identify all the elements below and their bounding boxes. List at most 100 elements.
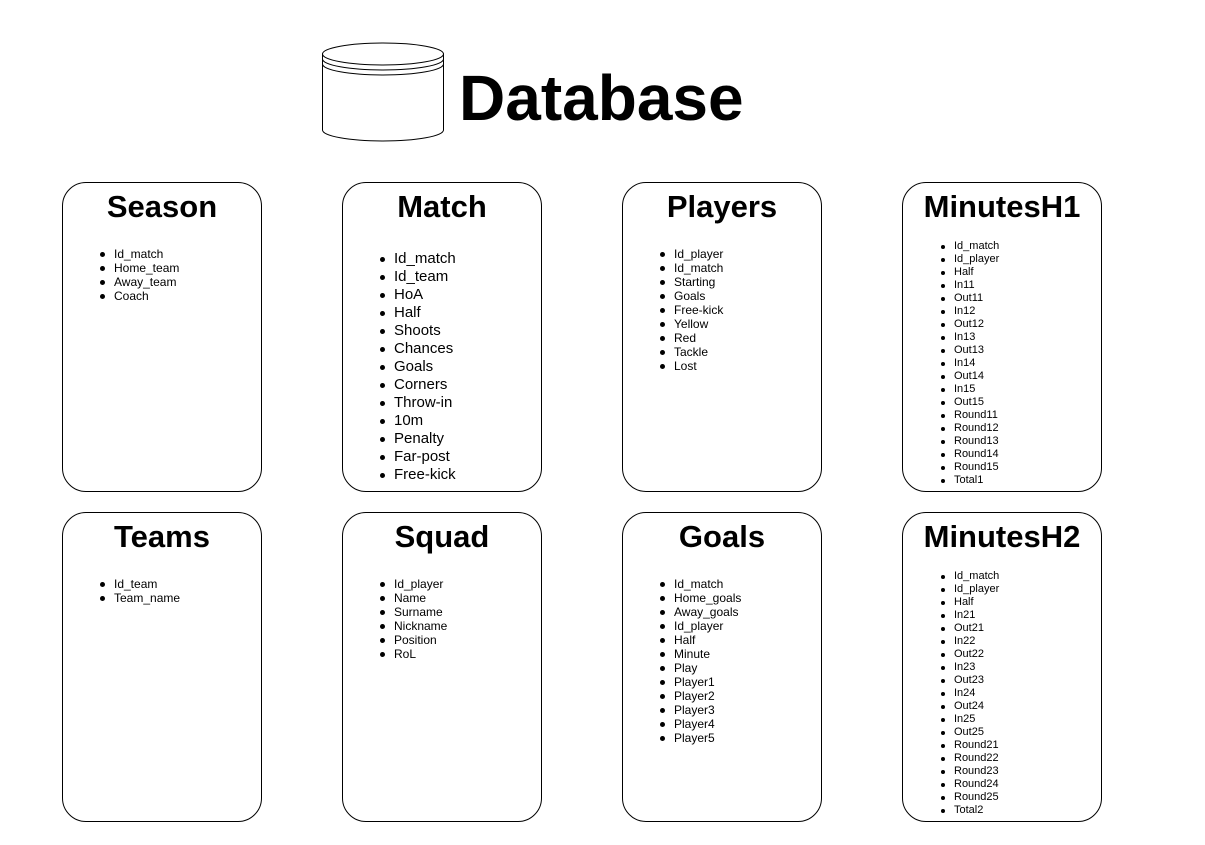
field-item: Out13 xyxy=(941,344,1101,357)
field-item: Round24 xyxy=(941,778,1101,791)
table-title: Match xyxy=(397,189,487,224)
field-item: In24 xyxy=(941,687,1101,700)
field-item: Id_match xyxy=(660,577,821,591)
field-item: Surname xyxy=(380,605,541,619)
field-item: Id_match xyxy=(941,570,1101,583)
field-list: Id_player Name Surname Nickname Position… xyxy=(343,577,541,661)
field-item: Id_player xyxy=(941,583,1101,596)
field-item: Round12 xyxy=(941,422,1101,435)
field-item: Id_player xyxy=(660,247,821,261)
table-box-match: Match Id_match Id_team HoA Half Shoots C… xyxy=(342,182,542,492)
field-item: Half xyxy=(941,266,1101,279)
field-item: Total1 xyxy=(941,474,1101,487)
field-item: Coach xyxy=(100,289,261,303)
field-item: In21 xyxy=(941,609,1101,622)
field-item: In25 xyxy=(941,713,1101,726)
table-box-teams: Teams Id_team Team_name xyxy=(62,512,262,822)
table-box-goals: Goals Id_match Home_goals Away_goals Id_… xyxy=(622,512,822,822)
field-item: In12 xyxy=(941,305,1101,318)
table-title: Players xyxy=(666,189,778,224)
field-item: Round13 xyxy=(941,435,1101,448)
field-item: Half xyxy=(660,633,821,647)
field-item: HoA xyxy=(380,286,541,304)
field-item: Shoots xyxy=(380,322,541,340)
field-item: Player4 xyxy=(660,717,821,731)
table-title: Goals xyxy=(678,519,766,554)
field-item: Corners xyxy=(380,376,541,394)
field-item: Id_match xyxy=(100,247,261,261)
field-item: Player1 xyxy=(660,675,821,689)
field-item: Round22 xyxy=(941,752,1101,765)
field-item: Out24 xyxy=(941,700,1101,713)
field-item: Out14 xyxy=(941,370,1101,383)
field-item: Id_player xyxy=(660,619,821,633)
table-title: Teams xyxy=(114,519,210,554)
field-item: In13 xyxy=(941,331,1101,344)
field-item: Red xyxy=(660,331,821,345)
field-item: Player5 xyxy=(660,731,821,745)
field-item: Out25 xyxy=(941,726,1101,739)
field-item: Total2 xyxy=(941,804,1101,817)
field-item: Team_name xyxy=(100,591,261,605)
field-list: Id_match Home_goals Away_goals Id_player… xyxy=(623,577,821,745)
field-item: Penalty xyxy=(380,430,541,448)
field-list: Id_match Home_team Away_team Coach xyxy=(63,247,261,303)
field-item: Play xyxy=(660,661,821,675)
field-item: Goals xyxy=(380,358,541,376)
field-item: Goals xyxy=(660,289,821,303)
field-item: Throw-in xyxy=(380,394,541,412)
field-item: Position xyxy=(380,633,541,647)
field-item: Id_match xyxy=(660,261,821,275)
field-item: In11 xyxy=(941,279,1101,292)
field-item: Id_team xyxy=(100,577,261,591)
field-item: Chances xyxy=(380,340,541,358)
table-title: Squad xyxy=(394,519,490,554)
field-item: Tackle xyxy=(660,345,821,359)
field-item: Id_player xyxy=(941,253,1101,266)
field-item: 10m xyxy=(380,412,541,430)
field-item: Away_team xyxy=(100,275,261,289)
field-item: Free-kick xyxy=(660,303,821,317)
field-item: Lost xyxy=(660,359,821,373)
table-box-minutesh2: MinutesH2 Id_match Id_player Half In21 O… xyxy=(902,512,1102,822)
field-item: Round23 xyxy=(941,765,1101,778)
table-box-season: Season Id_match Home_team Away_team Coac… xyxy=(62,182,262,492)
field-item: Out11 xyxy=(941,292,1101,305)
field-item: Round14 xyxy=(941,448,1101,461)
field-list: Id_match Id_player Half In11 Out11 In12 … xyxy=(903,240,1101,487)
field-item: Round21 xyxy=(941,739,1101,752)
field-item: In23 xyxy=(941,661,1101,674)
field-item: Round25 xyxy=(941,791,1101,804)
field-item: Out21 xyxy=(941,622,1101,635)
field-item: Yellow xyxy=(660,317,821,331)
field-list: Id_team Team_name xyxy=(63,577,261,605)
field-item: Id_player xyxy=(380,577,541,591)
field-item: In22 xyxy=(941,635,1101,648)
field-item: Home_goals xyxy=(660,591,821,605)
field-item: Id_team xyxy=(380,268,541,286)
table-box-minutesh1: MinutesH1 Id_match Id_player Half In11 O… xyxy=(902,182,1102,492)
field-item: Player2 xyxy=(660,689,821,703)
field-item: Home_team xyxy=(100,261,261,275)
field-item: Player3 xyxy=(660,703,821,717)
field-item: Far-post xyxy=(380,448,541,466)
table-title: MinutesH1 xyxy=(923,189,1081,224)
field-item: Out23 xyxy=(941,674,1101,687)
field-item: Away_goals xyxy=(660,605,821,619)
table-title: Season xyxy=(106,189,218,224)
field-item: Name xyxy=(380,591,541,605)
field-item: Starting xyxy=(660,275,821,289)
field-item: Minute xyxy=(660,647,821,661)
table-title: MinutesH2 xyxy=(923,519,1081,554)
field-item: Free-kick xyxy=(380,466,541,484)
field-item: Out22 xyxy=(941,648,1101,661)
field-item: Round11 xyxy=(941,409,1101,422)
field-item: In14 xyxy=(941,357,1101,370)
field-list: Id_match Id_player Half In21 Out21 In22 … xyxy=(903,570,1101,817)
field-item: Half xyxy=(380,304,541,322)
field-item: Half xyxy=(941,596,1101,609)
field-item: Id_match xyxy=(380,250,541,268)
field-item: Out12 xyxy=(941,318,1101,331)
field-item: Nickname xyxy=(380,619,541,633)
database-title: Database xyxy=(459,62,744,134)
